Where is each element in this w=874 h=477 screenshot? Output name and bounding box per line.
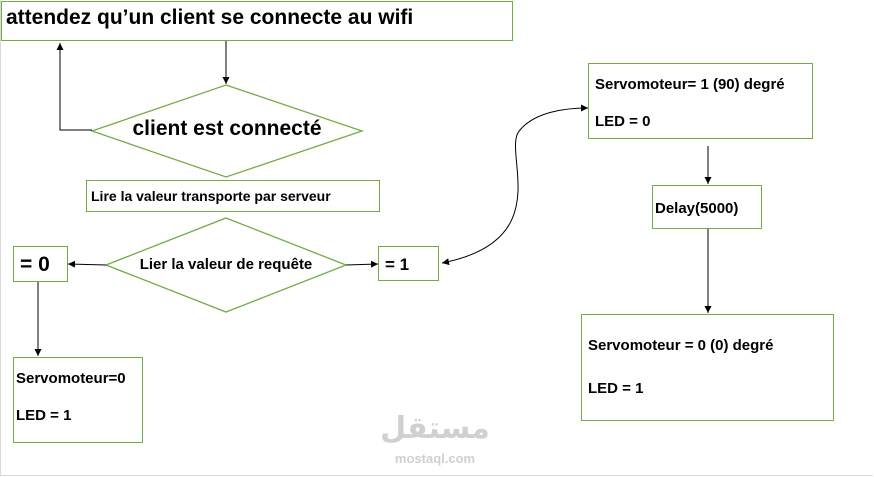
servo-zero-right-box: Servomoteur = 0 (0) degré LED = 1 [581,314,834,421]
decision-diamond-client-connected [89,84,365,178]
delay-text: Delay(5000) [655,200,739,217]
curved-connector-one-to-servo90 [441,104,589,266]
read-value-text: Lire la valeur transporte par serveur [91,188,331,204]
servo-zero-left-box: Servomoteur=0 LED = 1 [13,357,143,443]
watermark-logo-latin: mostaql.com [394,451,476,466]
eq-zero-box: = 0 [13,246,68,282]
read-value-box: Lire la valeur transporte par serveur [86,180,380,212]
eq-one-text: = 1 [385,255,410,274]
servo-zero-left-line2: LED = 1 [16,407,72,424]
servo-90-line2: LED = 0 [595,113,651,130]
servo-zero-right-line2: LED = 1 [588,380,644,397]
arrow-decision-to-zero [67,260,107,268]
eq-one-box: = 1 [378,246,439,281]
servo-zero-right-line1: Servomoteur = 0 (0) degré [588,337,774,354]
client-connected-label: client est connecté [132,117,322,140]
decision-diamond-read-request [104,217,348,313]
arrow-loop-back-to-wait [56,43,92,131]
wait-client-box: attendez qu’un client se connecte au wif… [1,1,513,41]
delay-box: Delay(5000) [652,185,762,229]
servo-zero-left-line1: Servomoteur=0 [16,370,126,387]
arrow-decision-to-one [345,260,379,268]
wait-client-text: attendez qu’un client se connecte au wif… [6,6,414,29]
watermark-logo-arabic: مستقل [380,411,490,446]
servo-90-line1: Servomoteur= 1 (90) degré [595,76,785,93]
read-request-label: Lier la valeur de requête [139,256,313,273]
servo-90-box: Servomoteur= 1 (90) degré LED = 0 [588,63,813,139]
eq-zero-text: = 0 [20,253,50,276]
